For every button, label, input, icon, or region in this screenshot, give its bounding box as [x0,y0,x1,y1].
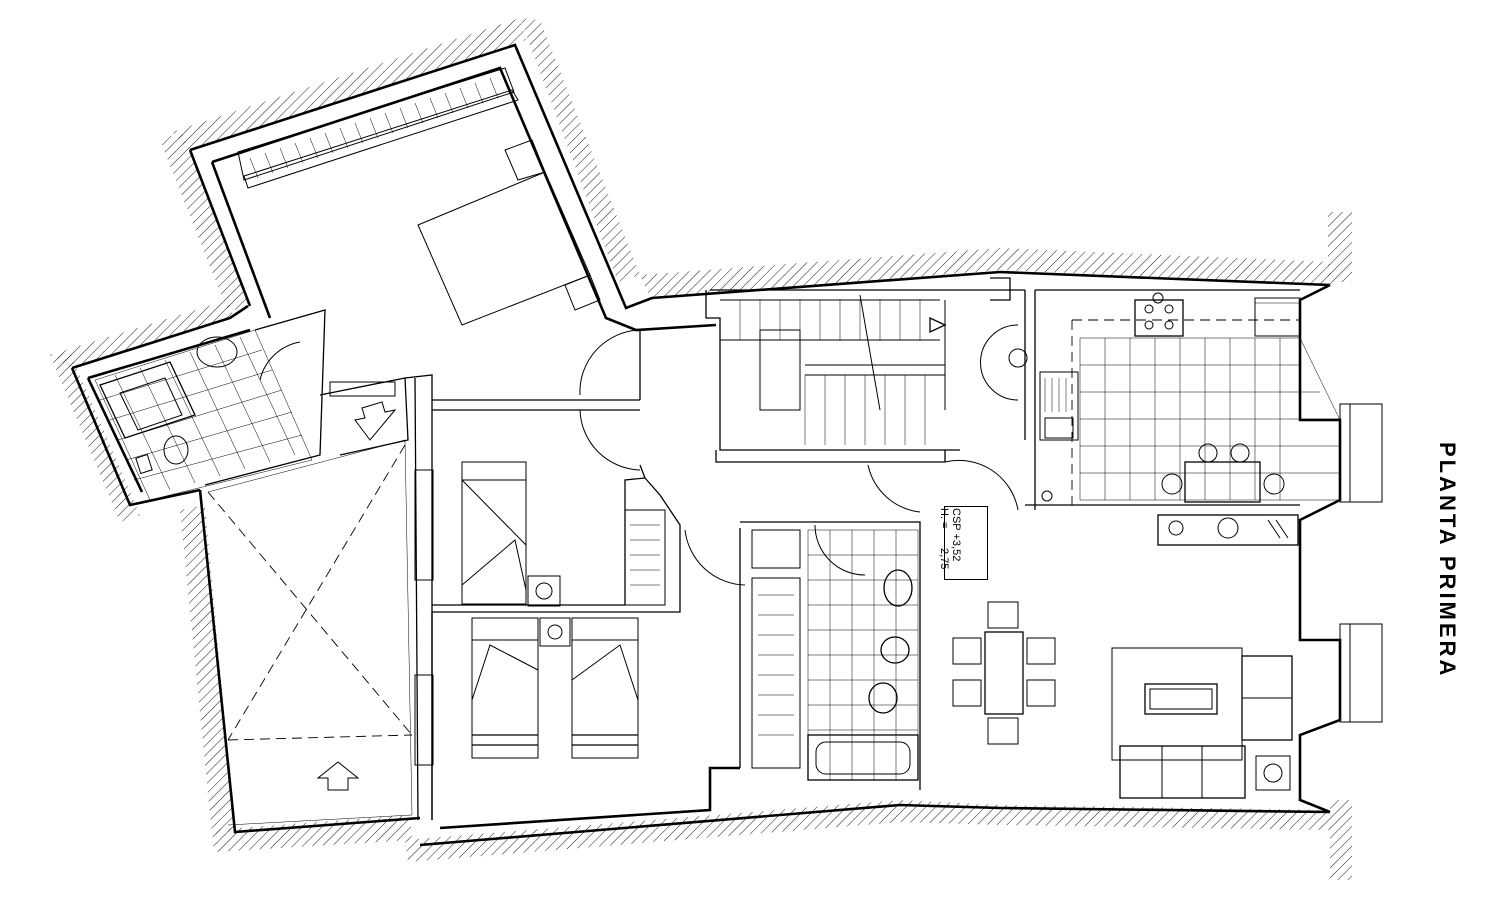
bedroom-3-furniture [471,617,639,759]
kitchen [1008,292,1341,546]
level-label-box [944,506,988,580]
height-label: H. = [938,508,950,529]
living-room-furniture [1111,647,1293,799]
interior-walls [204,277,1300,821]
terrace [207,401,413,826]
master-bedroom-furniture [237,67,601,326]
main-bathroom [807,529,919,781]
height-value: 2,75 [938,548,950,570]
level-label: CSP +3,52 [950,508,962,562]
dining-table [952,601,1056,745]
staircase [720,294,947,445]
bedroom-2-furniture [461,461,666,607]
plan-title: PLANTA PRIMERA [1435,442,1460,679]
windows [329,381,1383,766]
wardrobe-hangers [249,77,499,179]
ensuite-bathroom [94,329,313,501]
exterior-hatching [50,18,1352,880]
doors [259,324,1019,586]
corridor-wardrobe [751,529,801,769]
